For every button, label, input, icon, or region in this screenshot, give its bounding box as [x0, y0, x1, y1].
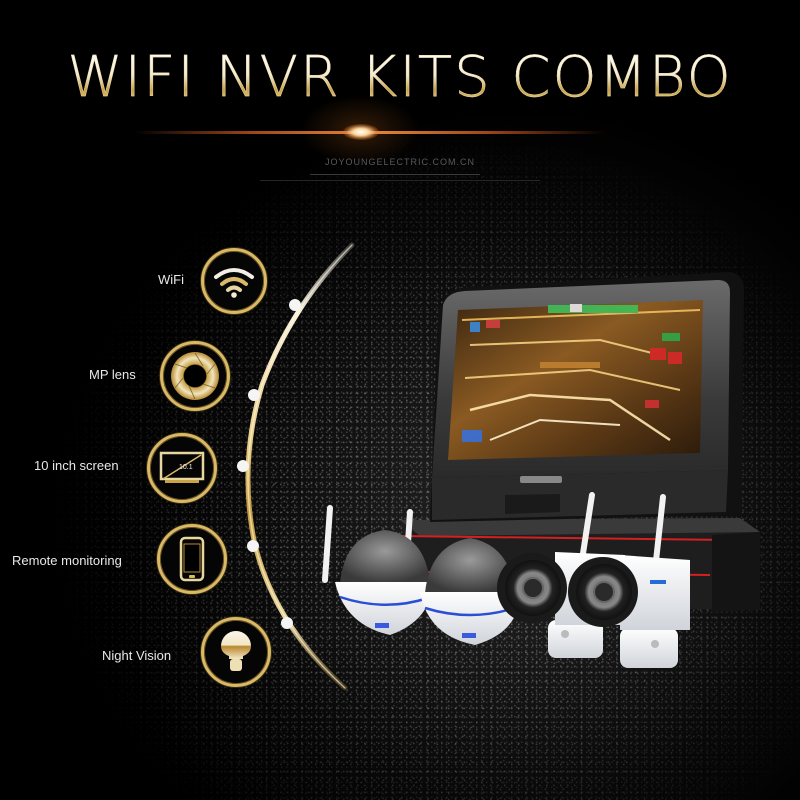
bullet-camera-2: [568, 555, 690, 668]
website-subtitle: JOYOUNGELECTRIC.COM.CN: [324, 157, 475, 167]
lcd-monitor: [430, 272, 744, 522]
monitor-brand-plate: [520, 476, 562, 483]
bulb-badge: [201, 617, 271, 687]
feature-label-mp-lens: MP lens: [89, 367, 136, 382]
feature-label-screen: 10 inch screen: [34, 458, 119, 473]
svg-text:10.1: 10.1: [179, 464, 193, 471]
dome-camera-1: [335, 530, 432, 635]
banner-title: WIFI NVR KITS COMBO: [0, 47, 800, 108]
wifi-icon: [214, 268, 254, 298]
screen-icon: 10.1: [159, 451, 205, 483]
lens-badge: [160, 341, 230, 411]
light-bulb-icon: [221, 631, 251, 671]
phone-badge: [157, 524, 227, 594]
wifi-badge: [201, 248, 267, 314]
screen-badge: 10.1: [147, 433, 217, 503]
smartphone-icon: [179, 536, 205, 582]
feature-label-night-vision: Night Vision: [102, 648, 172, 663]
subtitle-divider: [310, 174, 480, 175]
feature-label-wifi: WiFi: [158, 272, 184, 287]
dome-camera-2: [420, 538, 520, 645]
camera-aperture-icon: [171, 352, 219, 400]
feature-label-remote: Remote monitoring: [12, 553, 122, 568]
lens-flare-core: [343, 124, 379, 140]
subtitle-divider-2: [260, 180, 540, 181]
nvr-kit-product-image: [322, 272, 760, 668]
